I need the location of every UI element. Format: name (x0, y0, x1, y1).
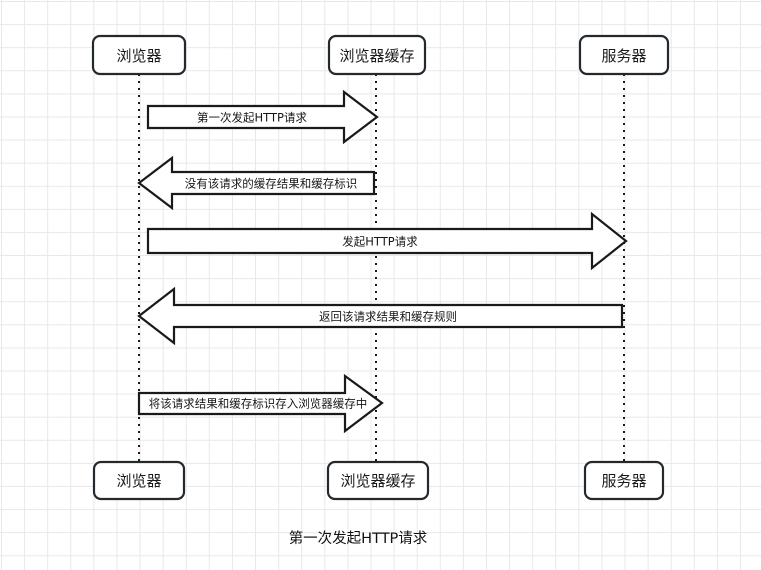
actor-label: 服务器 (601, 472, 646, 490)
actor-browser-bottom[interactable]: 浏览器 (92, 460, 186, 501)
actor-label: 浏览器缓存 (339, 47, 414, 65)
actor-label: 浏览器缓存 (340, 472, 415, 490)
actor-box (91, 34, 187, 76)
message-3-label: 发起HTTP请求 (342, 235, 418, 249)
message-1-label: 第一次发起HTTP请求 (197, 111, 307, 125)
message-2-label: 没有该请求的缓存结果和缓存标识 (185, 177, 358, 191)
block-arrow-right (146, 89, 379, 145)
message-3[interactable]: 发起HTTP请求 (146, 211, 628, 271)
actor-label: 服务器 (601, 47, 646, 65)
actor-browser-cache-top[interactable]: 浏览器缓存 (327, 34, 427, 76)
actor-browser-top[interactable]: 浏览器 (91, 34, 187, 76)
actor-label: 浏览器 (116, 472, 161, 490)
message-1[interactable]: 第一次发起HTTP请求 (146, 89, 379, 145)
actor-box (92, 460, 186, 501)
actor-browser-cache-bottom[interactable]: 浏览器缓存 (326, 460, 430, 501)
block-arrow-right (146, 211, 628, 271)
message-5[interactable]: 将该请求结果和缓存标识存入浏览器缓存中 (137, 373, 384, 434)
message-2[interactable]: 没有该请求的缓存结果和缓存标识 (137, 155, 376, 211)
message-4[interactable]: 返回该请求结果和缓存规则 (137, 286, 624, 346)
actor-box (326, 460, 430, 501)
actor-box (583, 460, 665, 501)
actor-box (578, 34, 670, 76)
block-arrow-left (137, 155, 376, 211)
message-4-label: 返回该请求结果和缓存规则 (319, 310, 457, 324)
message-5-label: 将该请求结果和缓存标识存入浏览器缓存中 (149, 397, 368, 411)
actor-box (327, 34, 427, 76)
diagram-caption: 第一次发起HTTP请求 (289, 529, 428, 547)
block-arrow-right (137, 373, 384, 434)
actor-label: 浏览器 (116, 47, 161, 65)
actor-server-top[interactable]: 服务器 (578, 34, 670, 76)
actor-server-bottom[interactable]: 服务器 (583, 460, 665, 501)
block-arrow-left (137, 286, 624, 346)
